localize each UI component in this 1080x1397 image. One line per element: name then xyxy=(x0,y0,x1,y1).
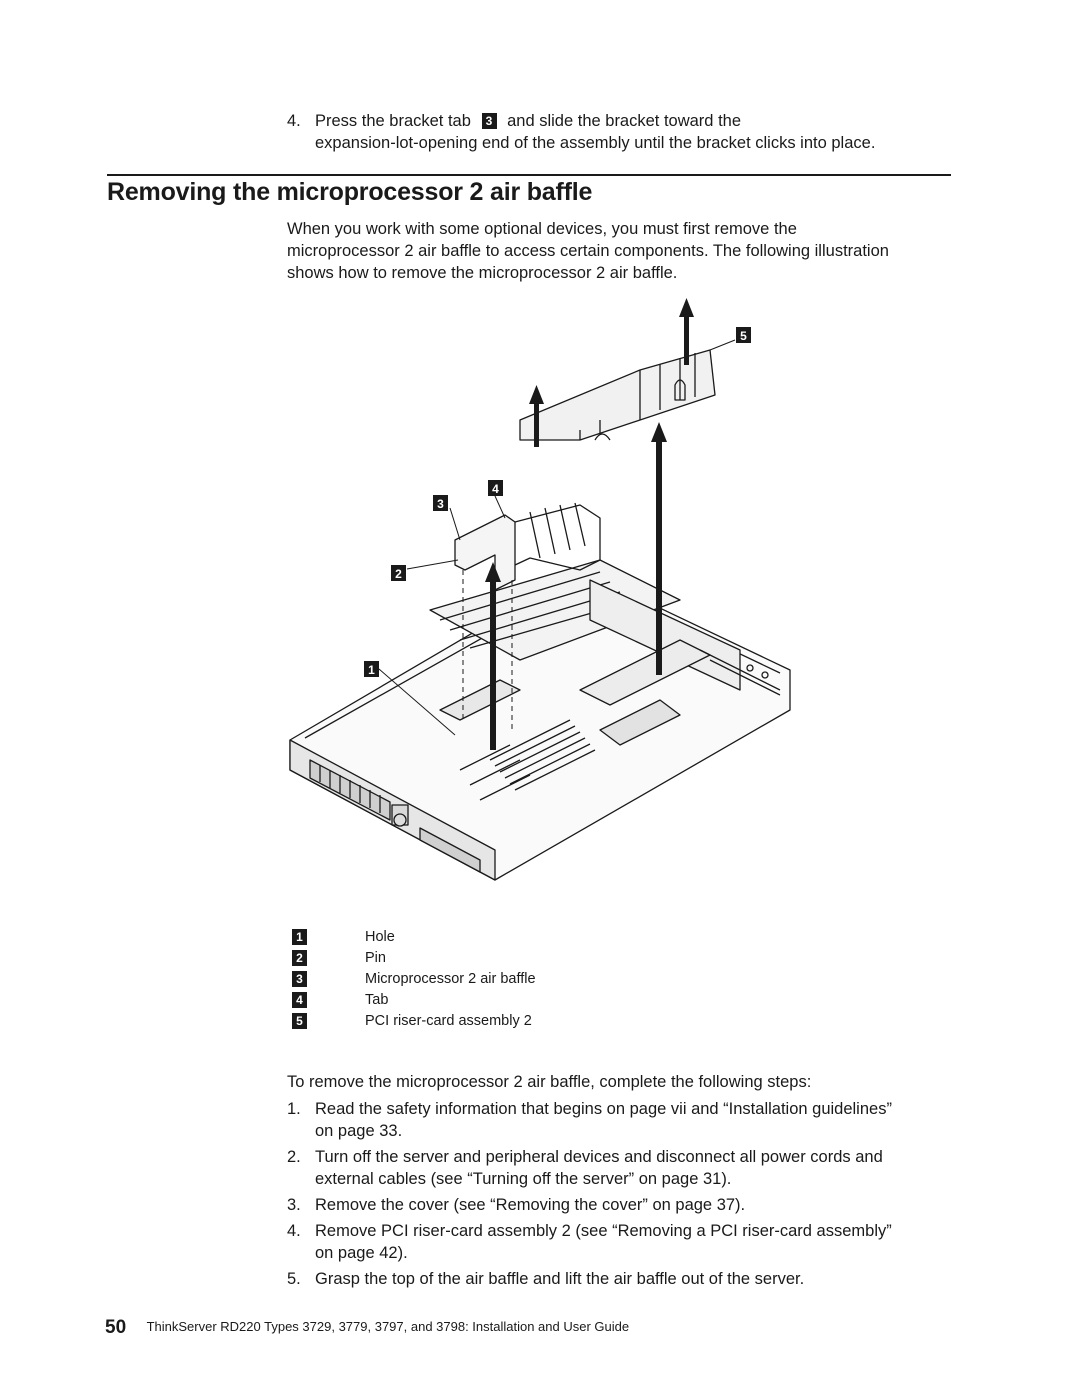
removal-arrows xyxy=(485,298,694,750)
legend-callout: 1 xyxy=(292,929,307,945)
section-title: Removing the microprocessor 2 air baffle xyxy=(107,178,593,206)
memory-dimms xyxy=(489,719,596,791)
legend-label: Pin xyxy=(365,950,386,966)
legend-label: Hole xyxy=(365,929,395,945)
section-rule xyxy=(107,174,951,176)
section-intro: When you work with some optional devices… xyxy=(287,218,947,284)
power-supply-bay xyxy=(589,579,741,691)
callout-leader-lines xyxy=(378,339,736,736)
step-text-line: on page 33. xyxy=(315,1122,403,1140)
callout-badge-3-figure: 3 xyxy=(433,495,448,511)
callout-badge-1: 1 xyxy=(364,661,379,677)
procedure-intro: To remove the microprocessor 2 air baffl… xyxy=(287,1073,812,1091)
callout-badge-3: 3 xyxy=(481,113,497,129)
step-text-line: Read the safety information that begins … xyxy=(315,1100,892,1118)
legend-callout: 4 xyxy=(292,992,307,1008)
step-number: 5. xyxy=(287,1270,301,1288)
svg-text:1: 1 xyxy=(368,663,375,677)
alignment-guide-lines xyxy=(462,570,513,730)
air-baffle-illustration: 5 4 3 2 1 xyxy=(289,298,791,881)
procedure-step: 5. Grasp the top of the air baffle and l… xyxy=(287,1268,947,1290)
microprocessor-heatsink xyxy=(599,699,681,746)
step-text-line: on page 42). xyxy=(315,1244,408,1262)
step-text-line: external cables (see “Turning off the se… xyxy=(315,1170,732,1188)
intro-step-line2: expansion-lot-opening end of the assembl… xyxy=(315,134,876,152)
section-intro-line-1: When you work with some optional devices… xyxy=(287,220,797,238)
step-number: 4. xyxy=(287,1222,301,1240)
step-number: 2. xyxy=(287,1148,301,1166)
intro-step-text-after: and slide the bracket toward the xyxy=(507,112,742,130)
page-number: 50 xyxy=(105,1317,127,1338)
legend-callout: 3 xyxy=(292,971,307,987)
intro-step: 4. Press the bracket tab 3 and slide the… xyxy=(287,110,947,154)
svg-text:3: 3 xyxy=(437,497,444,511)
callout-badge-2: 2 xyxy=(391,565,406,581)
procedure-step: 4. Remove PCI riser-card assembly 2 (see… xyxy=(287,1220,947,1264)
callout-badge-5: 5 xyxy=(736,327,751,343)
svg-text:5: 5 xyxy=(740,329,747,343)
svg-text:2: 2 xyxy=(395,567,402,581)
step-text-line: Turn off the server and peripheral devic… xyxy=(315,1148,883,1166)
legend-callout: 5 xyxy=(292,1013,307,1029)
legend-label: PCI riser-card assembly 2 xyxy=(365,1013,532,1029)
step-number: 3. xyxy=(287,1196,301,1214)
page-footer: 50 ThinkServer RD220 Types 3729, 3779, 3… xyxy=(105,1317,629,1339)
step-number: 1. xyxy=(287,1100,301,1118)
procedure-step: 3. Remove the cover (see “Removing the c… xyxy=(287,1194,947,1216)
riser-card-assembly-drawing xyxy=(519,349,716,441)
drive-bays xyxy=(309,759,481,873)
legend-callout: 2 xyxy=(292,950,307,966)
procedure-step: 1. Read the safety information that begi… xyxy=(287,1098,947,1142)
section-heading-wrap: Removing the microprocessor 2 air baffle xyxy=(107,178,592,207)
intro-step-number: 4. xyxy=(287,112,301,130)
legend-label: Microprocessor 2 air baffle xyxy=(365,971,536,987)
intro-step-text-before: Press the bracket tab xyxy=(315,112,471,130)
footer-title: ThinkServer RD220 Types 3729, 3779, 3797… xyxy=(146,1319,630,1334)
svg-text:4: 4 xyxy=(492,482,499,496)
step-text-line: Grasp the top of the air baffle and lift… xyxy=(315,1270,805,1288)
section-intro-line-2: microprocessor 2 air baffle to access ce… xyxy=(287,242,889,260)
callout-badge-4: 4 xyxy=(488,480,503,496)
legend-label: Tab xyxy=(365,992,389,1008)
procedure-step: 2. Turn off the server and peripheral de… xyxy=(287,1146,947,1190)
section-intro-line-3: shows how to remove the microprocessor 2… xyxy=(287,264,678,282)
step-text-line: Remove PCI riser-card assembly 2 (see “R… xyxy=(315,1222,892,1240)
step-text-line: Remove the cover (see “Removing the cove… xyxy=(315,1196,746,1214)
